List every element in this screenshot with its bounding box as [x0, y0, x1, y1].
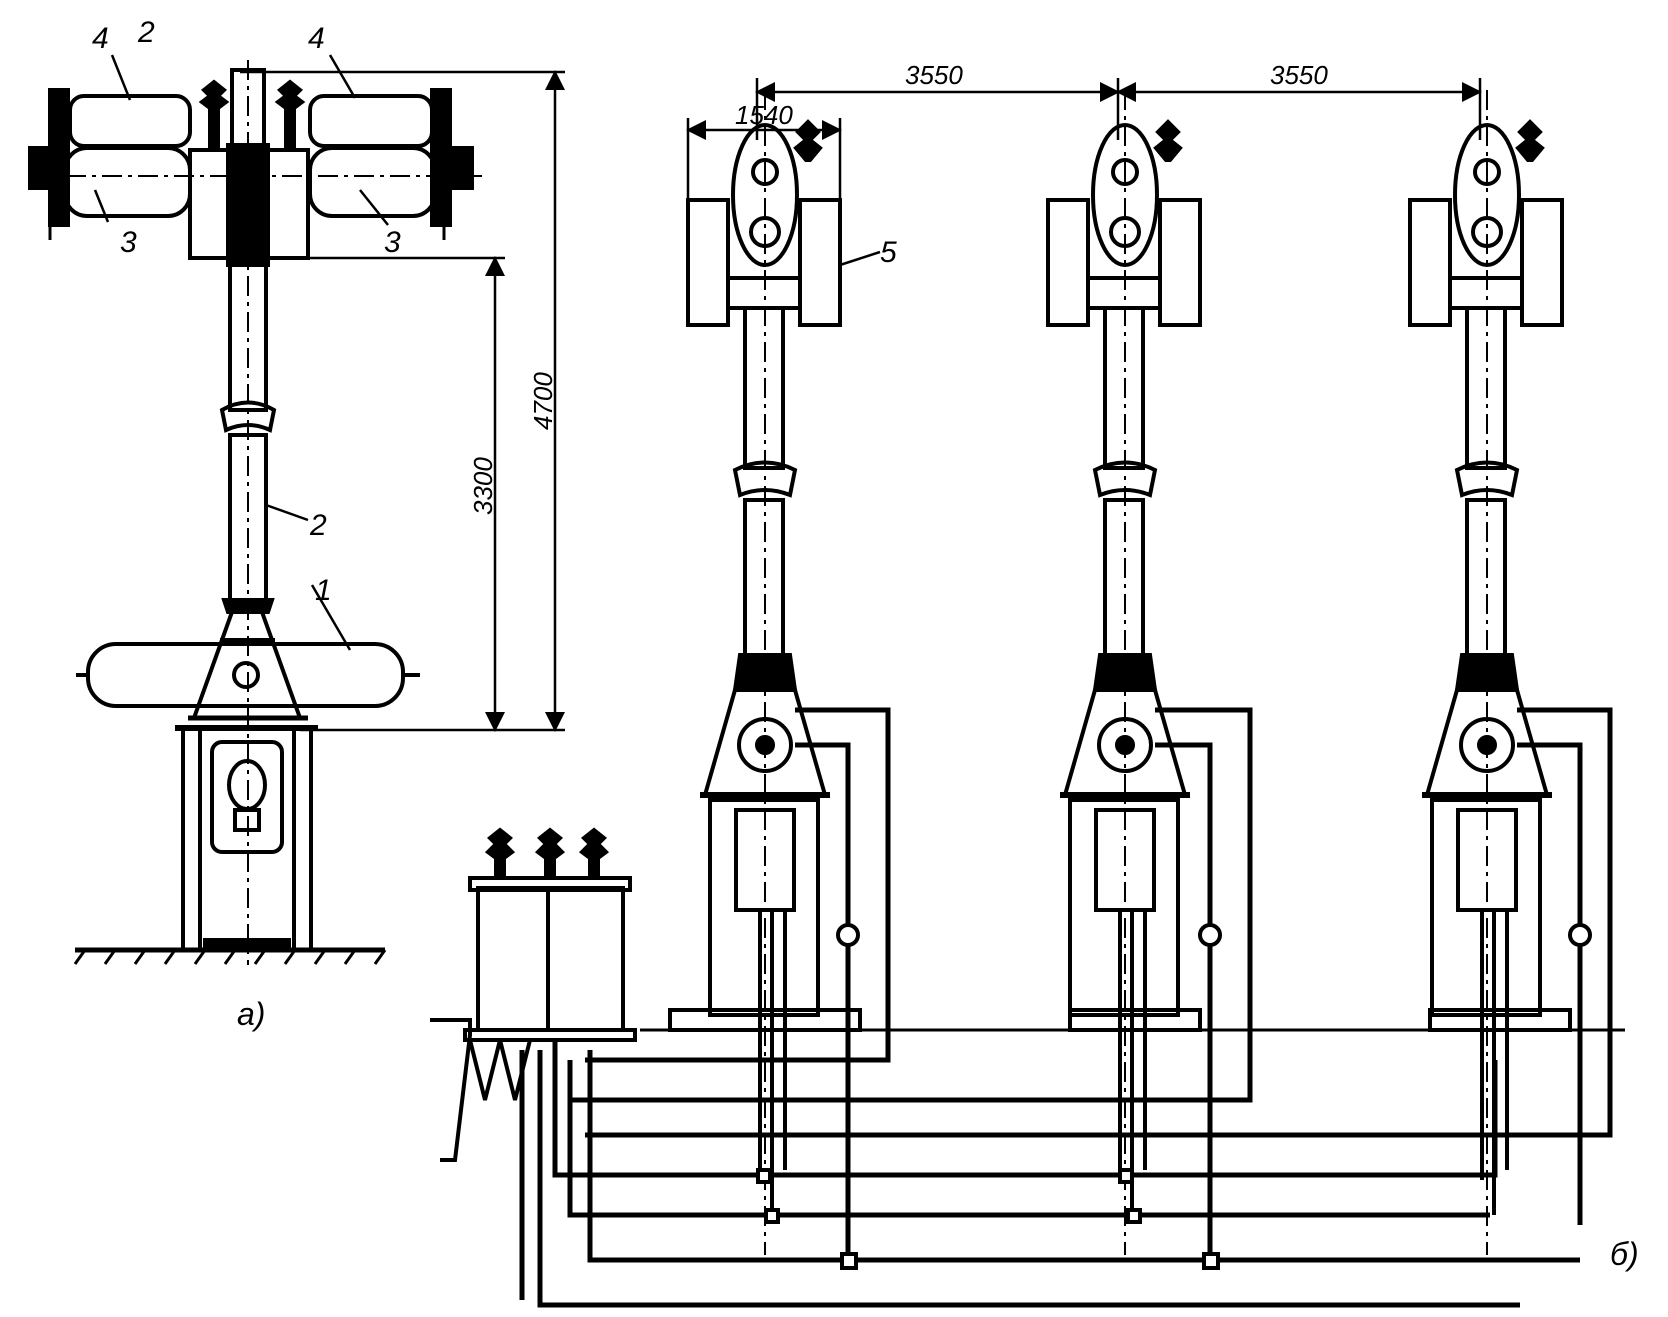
view-a-labels: 4 2 4 3 3 2 1 4700 3300 а) [92, 16, 558, 1032]
label-4-right: 4 [308, 22, 325, 55]
pole-1 [686, 90, 842, 1255]
dim-pole-spacing-2: 3550 [1270, 60, 1328, 90]
base-frame [175, 725, 318, 952]
caption-b: б) [1610, 1236, 1639, 1272]
view-b-three-pole-assembly [430, 78, 1625, 1308]
dim-column-height: 3300 [468, 457, 498, 515]
foundation-3 [1428, 1008, 1572, 1032]
foundation-2 [1068, 1008, 1202, 1032]
view-a-leaders [93, 54, 389, 651]
dim-pole-spacing-1: 3550 [905, 60, 963, 90]
interrupter-head [28, 68, 485, 267]
chamber-left [63, 146, 192, 218]
air-receiver-1 [76, 642, 420, 708]
label-4-left: 4 [92, 22, 109, 55]
label-2: 2 [309, 509, 327, 542]
label-3-right: 3 [384, 226, 401, 259]
dim-total-height: 4700 [528, 372, 558, 430]
view-a-side-elevation [28, 60, 565, 965]
pole-2 [1048, 90, 1200, 1255]
shunt-resistor-right [308, 94, 434, 148]
leader-5 [839, 250, 881, 267]
dimension-lines-a [240, 70, 565, 732]
pole-3 [1410, 90, 1562, 1255]
foundation-1 [668, 1008, 862, 1032]
ground-hatching [73, 949, 387, 965]
shunt-resistor-left [68, 94, 192, 148]
view-b-labels: 3550 3550 1540 5 б) [735, 60, 1639, 1272]
pipe-valves [756, 923, 1592, 1270]
dimension-lines-b [686, 78, 1482, 200]
dim-head-width: 1540 [735, 100, 793, 130]
caption-a: а) [237, 996, 265, 1032]
piping-network [519, 707, 1613, 1308]
label-3-left: 3 [120, 226, 137, 259]
control-cabinet [430, 827, 637, 1162]
label-top-mark: 2 [137, 16, 155, 49]
label-5: 5 [880, 236, 897, 269]
